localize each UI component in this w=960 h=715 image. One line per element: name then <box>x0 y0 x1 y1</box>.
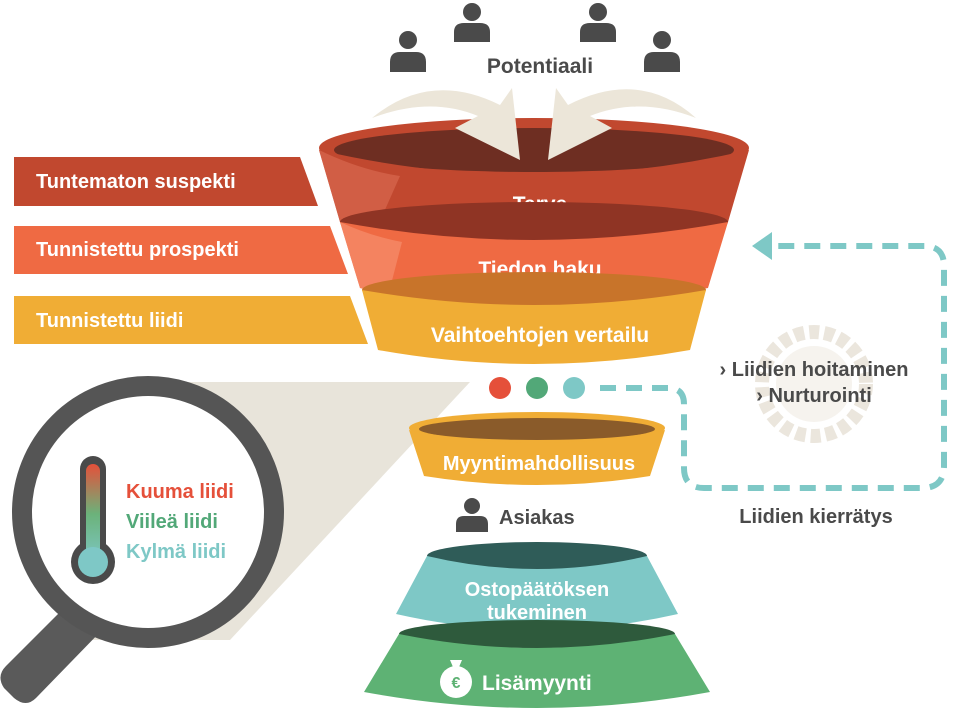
dot-cold <box>563 377 585 399</box>
hot-lead-label: Kuuma liidi <box>126 481 234 503</box>
recycling-label: Liidien kierrätys <box>739 506 892 528</box>
funnel-stage-purchase-support: Ostopäätöksen tukeminen <box>396 542 678 630</box>
stage-upsell-label: Lisämyynti <box>482 672 592 695</box>
customer-label: Asiakas <box>499 507 575 529</box>
euro-icon: € <box>452 675 461 692</box>
funnel-stage-upsell: € Lisämyynti <box>364 620 710 708</box>
arrow-right-icon <box>548 88 696 160</box>
money-bag-icon: € <box>440 660 472 698</box>
stage-sales-opportunity-label: Myyntimahdollisuus <box>443 453 635 475</box>
stage-purchase-support-line1: Ostopäätöksen <box>465 579 609 601</box>
person-icon <box>644 31 680 72</box>
ribbon-unknown-suspect: Tuntematon suspekti <box>14 157 318 206</box>
arrow-left-icon <box>752 232 772 260</box>
thermometer-icon <box>71 456 115 584</box>
person-icon <box>454 3 490 42</box>
nurturing-line2: › Nurturointi <box>756 385 872 407</box>
cold-lead-label: Kylmä liidi <box>126 541 226 563</box>
potential-label: Potentiaali <box>487 55 593 78</box>
recycling-loop <box>600 243 947 491</box>
ribbon-identified-lead-label: Tunnistettu liidi <box>36 310 183 332</box>
person-icon <box>456 498 488 532</box>
person-icon <box>580 3 616 42</box>
stage-comparison-label: Vaihtoehtojen vertailu <box>431 324 649 347</box>
funnel-stage-comparison: Vaihtoehtojen vertailu <box>362 272 706 364</box>
gear-icon <box>755 325 873 443</box>
nurturing-line1: › Liidien hoitaminen <box>720 359 909 381</box>
funnel-stage-sales-opportunity: Myyntimahdollisuus <box>409 412 665 485</box>
person-icon <box>390 31 426 72</box>
stage-purchase-support-line2: tukeminen <box>487 602 587 624</box>
ribbon-identified-lead: Tunnistettu liidi <box>14 296 368 344</box>
dot-hot <box>489 377 511 399</box>
ribbon-unknown-suspect-label: Tuntematon suspekti <box>36 171 236 193</box>
cool-lead-label: Viileä liidi <box>126 511 218 533</box>
arrow-left-icon <box>372 88 520 160</box>
ribbon-identified-prospect-label: Tunnistettu prospekti <box>36 239 239 261</box>
ribbon-identified-prospect: Tunnistettu prospekti <box>14 226 348 274</box>
dot-cool <box>526 377 548 399</box>
